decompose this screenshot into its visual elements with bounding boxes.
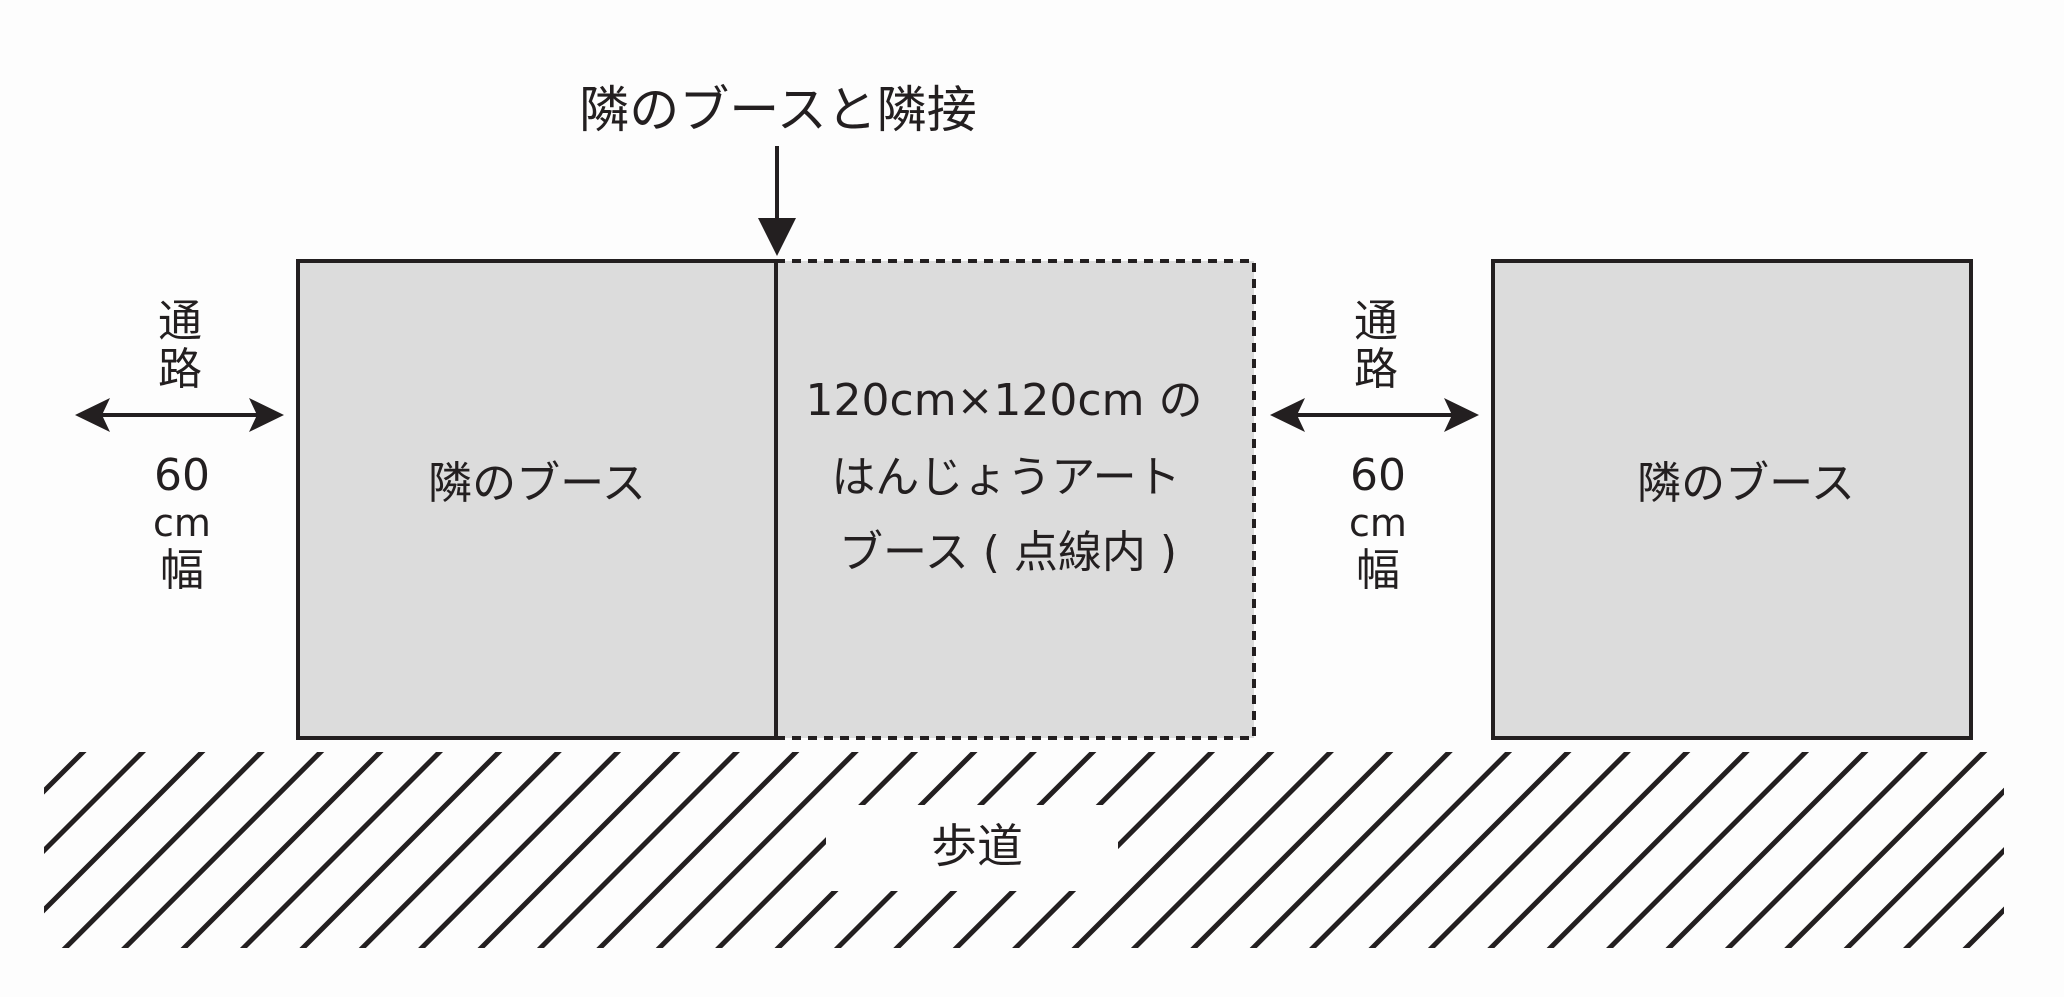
right-booth-rect (1491, 259, 1973, 740)
right-aisle-width-value: 60 (1350, 450, 1406, 501)
adjacent-indicator: 隣のブースと隣接 (579, 81, 977, 256)
center-booth-line-3: ブース ( 点線内 ) (839, 527, 1177, 578)
right-aisle-arrow-right-icon (1444, 398, 1479, 432)
right-aisle-width-unit: cm (1349, 501, 1407, 545)
sidewalk-label-background (826, 805, 1118, 891)
left-booth-label: 隣のブース (428, 458, 646, 509)
center-booth-line-1: 120cm×120cm の (806, 375, 1203, 426)
right-aisle-width-label: 幅 (1356, 545, 1400, 596)
right-neighbor-booth: 隣のブース (1491, 259, 1973, 740)
left-aisle-label-char-1: 通 (158, 296, 202, 347)
center-booth: 120cm×120cm の はんじょうアート ブース ( 点線内 ) (774, 259, 1256, 740)
left-neighbor-booth: 隣のブース (296, 259, 778, 740)
left-booth-rect (296, 259, 778, 740)
sidewalk-area: 歩道 (44, 752, 2004, 948)
left-aisle: 通 路 60 cm 幅 (75, 296, 284, 596)
right-aisle-arrow-left-icon (1270, 398, 1305, 432)
right-aisle-label-char-1: 通 (1354, 296, 1398, 347)
left-aisle-arrow-left-icon (75, 398, 110, 432)
right-booth-label: 隣のブース (1637, 458, 1855, 509)
left-aisle-width-label: 幅 (160, 545, 204, 596)
left-aisle-width-unit: cm (153, 501, 211, 545)
down-arrow-icon (758, 218, 796, 256)
center-booth-line-2: はんじょうアート (831, 452, 1180, 503)
left-aisle-arrow-right-icon (249, 398, 284, 432)
left-aisle-label-char-2: 路 (158, 344, 202, 395)
left-aisle-width-value: 60 (154, 450, 210, 501)
adjacent-label: 隣のブースと隣接 (579, 81, 977, 139)
sidewalk-label: 歩道 (931, 819, 1023, 873)
right-aisle-label-char-2: 路 (1354, 344, 1398, 395)
right-aisle: 通 路 60 cm 幅 (1270, 296, 1479, 596)
